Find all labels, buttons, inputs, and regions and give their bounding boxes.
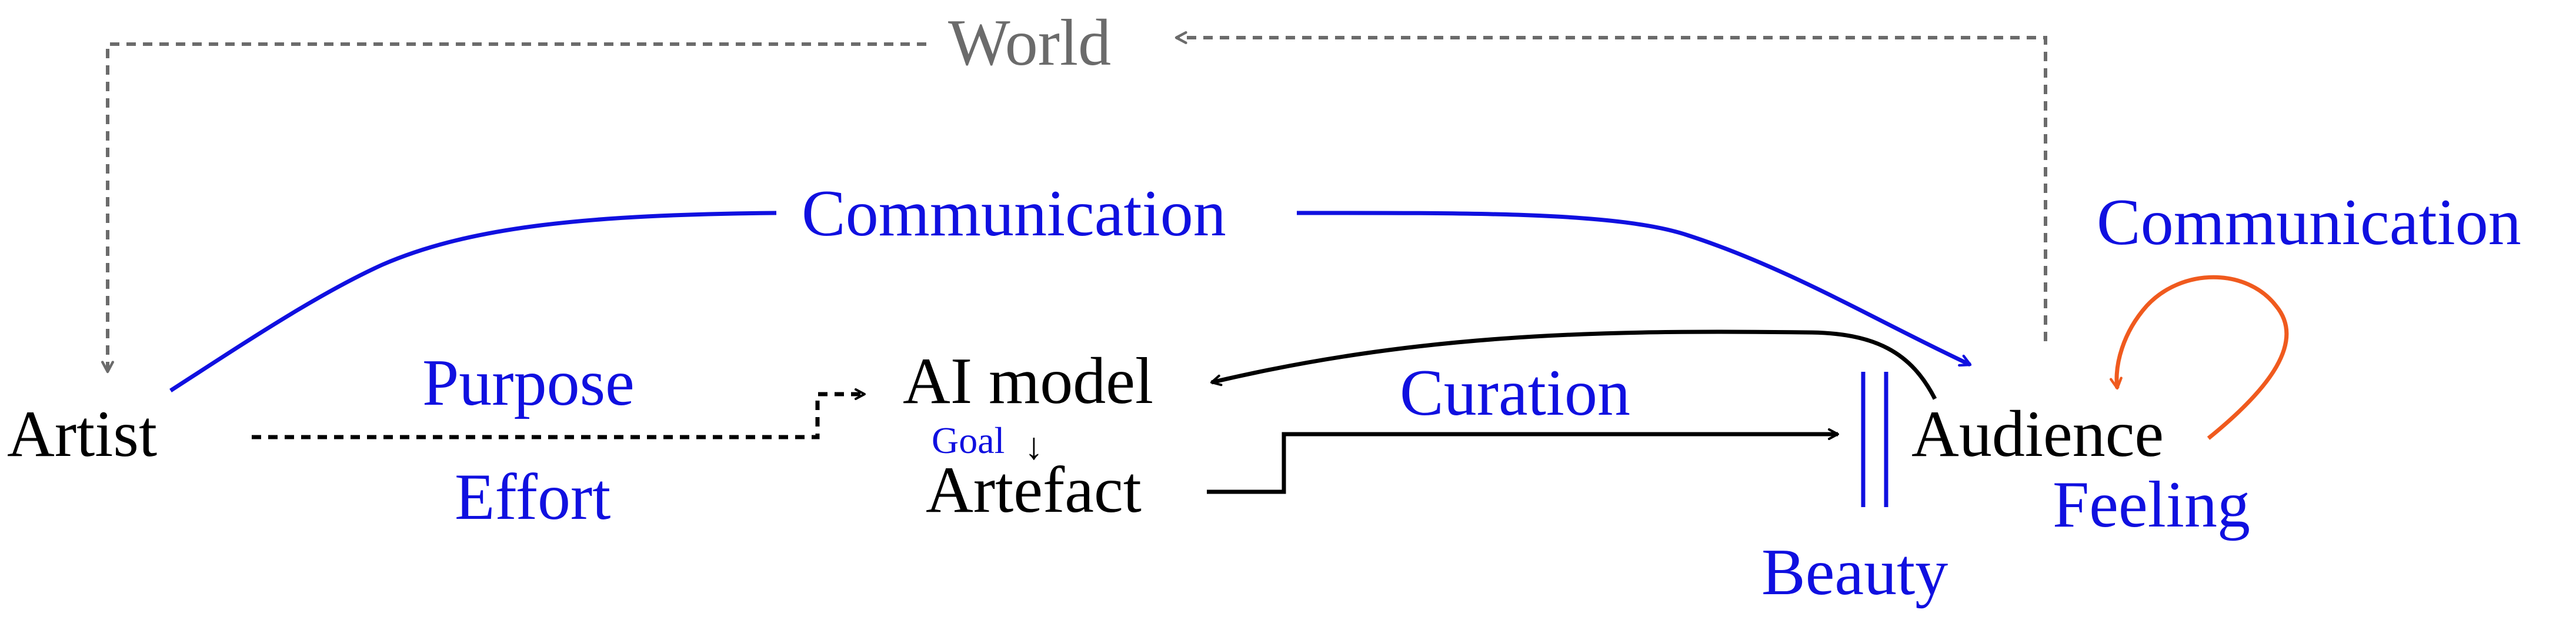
label-purpose: Purpose xyxy=(422,347,635,419)
node-artist: Artist xyxy=(7,398,157,471)
edge-communication-audience-loop xyxy=(2110,275,2289,440)
label-beauty: Beauty xyxy=(1761,536,1948,609)
edge-audience-to-world xyxy=(1174,31,2047,341)
node-world: World xyxy=(948,6,1111,79)
label-communication-main: Communication xyxy=(802,177,1226,250)
node-artefact: Artefact xyxy=(926,454,1142,527)
edge-communication-artist-to-audience-tail xyxy=(1296,211,1972,367)
node-ai-model: AI model xyxy=(903,345,1153,418)
node-audience: Audience xyxy=(1911,398,2164,471)
label-effort: Effort xyxy=(455,461,610,534)
edge-communication-artist-to-audience xyxy=(169,211,777,392)
edge-audience-to-ai-model xyxy=(1210,329,1937,400)
label-communication-loop: Communication xyxy=(2097,186,2521,259)
edge-artist-to-ai-model xyxy=(252,388,866,439)
label-goal: Goal xyxy=(932,419,1005,461)
goal-down-arrow-icon: ↓ xyxy=(1025,425,1043,467)
label-curation: Curation xyxy=(1400,357,1630,429)
edge-world-to-artist xyxy=(101,42,926,374)
edge-curation-artefact-to-audience xyxy=(1207,428,1839,494)
label-feeling: Feeling xyxy=(2053,468,2250,541)
